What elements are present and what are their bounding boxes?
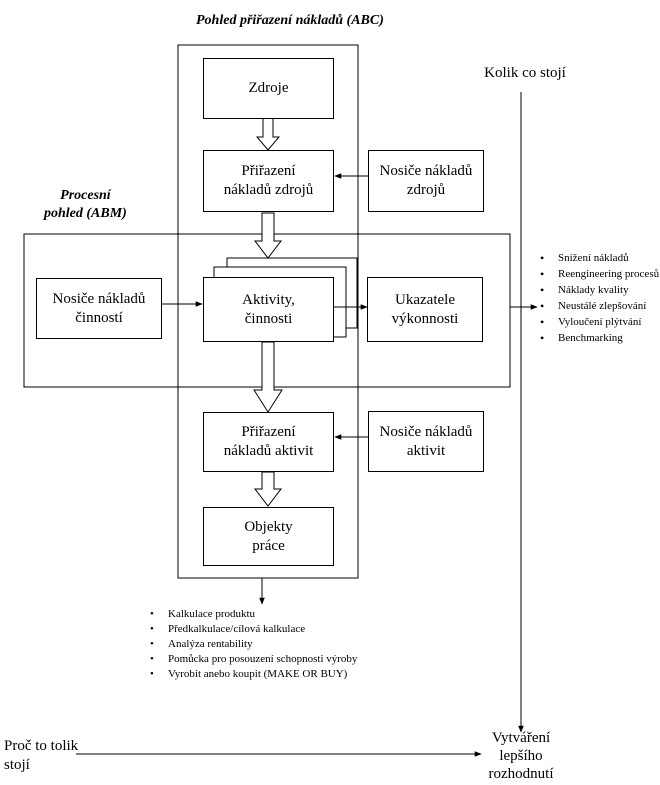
activity-drivers-box: Nosiče nákladů aktivit: [368, 411, 484, 472]
activity-drivers-line-2: aktivit: [406, 442, 446, 459]
resource-drivers-box: Nosiče nákladů zdrojů: [368, 150, 484, 212]
activity-cost-assignment-line-2: nákladů aktivit: [223, 443, 314, 459]
better-decision-line-2: lepšího: [499, 748, 543, 764]
cost-objects-line-1: Objekty: [244, 518, 293, 535]
activity-drivers-line-1: Nosiče nákladů: [379, 423, 473, 440]
activity-cost-assignment-line-1: Přiřazení: [241, 424, 296, 440]
activity-drivers-left-line-1: Nosiče nákladů: [52, 290, 146, 307]
list-item: Předkalkulace/cílová kalkulace: [150, 622, 480, 637]
better-decision-line-3: rozhodnutí: [488, 766, 554, 782]
list-item: Reengineering procesů: [540, 268, 660, 280]
better-decision-line-1: Vytváření: [491, 730, 551, 746]
list-item: Analýza rentability: [150, 637, 480, 652]
performance-indicators-line-1: Ukazatele: [395, 291, 455, 308]
block-arrow-activities-to-activity-assignment: [253, 341, 283, 413]
how-much-label: Kolik co stojí: [484, 65, 566, 81]
list-item: Neustálé zlepšování: [540, 300, 660, 312]
resource-drivers-line-1: Nosiče nákladů: [379, 163, 473, 179]
abm-benefits-list: Snížení nákladů Reengineering procesů Ná…: [540, 252, 660, 348]
performance-indicators-box: Ukazatele výkonnosti: [367, 277, 483, 342]
abm-view-title: Procesní pohled (ABM): [44, 187, 127, 223]
resource-cost-assignment-box: Přiřazení nákladů zdrojů: [203, 150, 334, 212]
abm-title-line-1: Procesní: [60, 188, 111, 203]
performance-indicators-line-2: výkonnosti: [391, 310, 459, 327]
list-item: Pomůcka pro posouzení schopnosti výroby: [150, 652, 480, 667]
list-item: Náklady kvality: [540, 284, 660, 296]
activity-drivers-left-line-2: činností: [75, 309, 123, 326]
cost-objects-box: Objekty práce: [203, 507, 334, 566]
list-item: Benchmarking: [540, 332, 660, 344]
list-item: Vyrobit anebo koupit (MAKE OR BUY): [150, 667, 480, 682]
block-arrow-assignment-to-activities: [253, 212, 283, 259]
resources-label: Zdroje: [248, 80, 289, 96]
resources-box: Zdroje: [203, 58, 334, 119]
resource-drivers-line-2: zdrojů: [406, 182, 446, 198]
why-cost-label: Proč to tolik stojí: [4, 737, 114, 775]
abc-view-title: Pohled přiřazení nákladů (ABC): [196, 13, 384, 28]
list-item: Kalkulace produktu: [150, 607, 480, 622]
list-item: Vyloučení plýtvání: [540, 316, 660, 328]
activities-line-2: činnosti: [244, 310, 293, 327]
why-cost-line-1: Proč to tolik: [4, 738, 79, 754]
better-decision-label: Vytváření lepšího rozhodnutí: [470, 729, 572, 783]
list-item: Snížení nákladů: [540, 252, 660, 264]
activity-drivers-left-box: Nosiče nákladů činností: [36, 278, 162, 339]
resource-cost-assignment-line-2: nákladů zdrojů: [223, 182, 314, 198]
block-arrow-resources-to-assignment: [255, 117, 281, 151]
activities-box: Aktivity, činnosti: [203, 277, 334, 342]
why-cost-line-2: stojí: [4, 757, 30, 773]
abc-frame: [177, 44, 359, 579]
activity-cost-assignment-box: Přiřazení nákladů aktivit: [203, 412, 334, 472]
abc-uses-list: Kalkulace produktu Předkalkulace/cílová …: [150, 607, 480, 682]
abm-title-line-2: pohled (ABM): [44, 206, 127, 221]
block-arrow-activity-assignment-to-objects: [253, 471, 283, 507]
cost-objects-line-2: práce: [252, 537, 285, 554]
activities-line-1: Aktivity,: [242, 291, 295, 308]
resource-cost-assignment-line-1: Přiřazení: [241, 163, 296, 179]
